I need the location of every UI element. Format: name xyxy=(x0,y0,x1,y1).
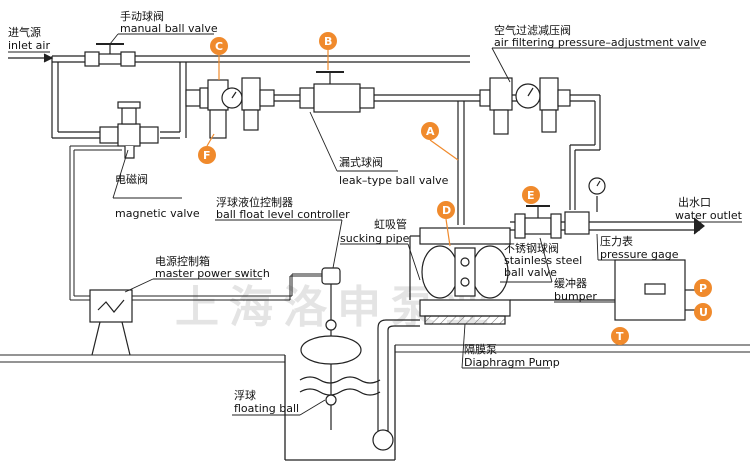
magnetic-valve-label-cn: 电磁阀 xyxy=(115,172,148,186)
pressure-gage-label-en: pressure gage xyxy=(600,248,679,261)
manual-ball-valve xyxy=(84,43,136,67)
tag-f: F xyxy=(198,133,216,164)
air-filter-pressure-valve xyxy=(479,77,571,135)
floating-ball-label-en: floating ball xyxy=(234,402,299,415)
svg-text:D: D xyxy=(442,204,451,217)
floating-ball-label-cn: 浮球 xyxy=(234,388,256,402)
stainless-valve-label-en1: stainless steel xyxy=(504,254,582,267)
inlet-air-label-cn: 进气源 xyxy=(8,25,41,39)
tag-t: T xyxy=(611,327,629,345)
stainless-steel-ball-valve xyxy=(514,205,562,239)
magnetic-valve xyxy=(99,101,159,159)
svg-text:A: A xyxy=(426,125,435,138)
leader-lines xyxy=(8,33,742,416)
bumper-label-cn: 缓冲器 xyxy=(554,276,587,290)
tag-b: B xyxy=(319,32,337,70)
diaphragm-pump-label-en: Diaphragm Pump xyxy=(464,356,560,369)
diaphragm-pump-label-cn: 隔膜泵 xyxy=(464,343,497,356)
tag-p: P xyxy=(694,279,712,297)
pressure-gage xyxy=(564,177,606,235)
air-filter-label-cn: 空气过滤减压阀 xyxy=(494,23,571,37)
sucking-pipe-label-cn: 虹吸管 xyxy=(374,217,407,231)
water-outlet-label-en: water outlet xyxy=(675,209,743,222)
magnetic-valve-label-en: magnetic valve xyxy=(115,207,200,220)
water-outlet-label-cn: 出水口 xyxy=(678,195,711,209)
tag-e: E xyxy=(522,186,540,204)
stainless-valve-label-en2: ball valve xyxy=(504,266,557,279)
stainless-valve-label-cn: 不锈钢球阀 xyxy=(504,241,559,255)
inlet-air-label-en: inlet air xyxy=(8,39,50,52)
leak-valve-label-en: leak–type ball valve xyxy=(339,174,449,187)
float-controller-label-en: ball float level controller xyxy=(216,208,350,221)
svg-text:B: B xyxy=(324,35,332,48)
tag-d: D xyxy=(437,201,455,247)
control-wiring xyxy=(69,145,322,301)
svg-text:U: U xyxy=(699,306,708,319)
bumper xyxy=(510,259,700,321)
tag-a: A xyxy=(421,122,459,161)
bumper-label-en: bumper xyxy=(554,290,597,303)
manual-valve-label-en: manual ball valve xyxy=(120,22,218,35)
filter-regulator-assembly xyxy=(185,77,275,139)
tag-u: U xyxy=(694,303,712,321)
svg-text:F: F xyxy=(203,149,211,162)
svg-text:T: T xyxy=(616,330,624,343)
air-filter-label-en: air filtering pressure–adjustment valve xyxy=(494,36,707,49)
leak-valve-label-cn: 漏式球阀 xyxy=(339,155,383,169)
sucking-pipe xyxy=(372,319,420,451)
sucking-pipe-label-en: sucking pipe xyxy=(340,232,410,245)
float-controller-label-cn: 浮球液位控制器 xyxy=(216,195,293,209)
svg-text:E: E xyxy=(527,189,535,202)
liquid-tank xyxy=(284,345,396,461)
pressure-gage-label-cn: 压力表 xyxy=(600,234,633,248)
svg-text:C: C xyxy=(215,40,223,53)
diaphragm-pump xyxy=(419,227,511,325)
svg-text:P: P xyxy=(699,282,707,295)
tag-c: C xyxy=(210,37,228,80)
power-switch-label-en: master power switch xyxy=(155,267,270,280)
master-power-switch xyxy=(89,289,133,356)
manual-valve-label-cn: 手动球阀 xyxy=(120,9,164,23)
ground-line xyxy=(0,344,750,363)
leak-type-ball-valve xyxy=(299,71,375,113)
power-switch-label-cn: 电源控制箱 xyxy=(155,254,210,268)
